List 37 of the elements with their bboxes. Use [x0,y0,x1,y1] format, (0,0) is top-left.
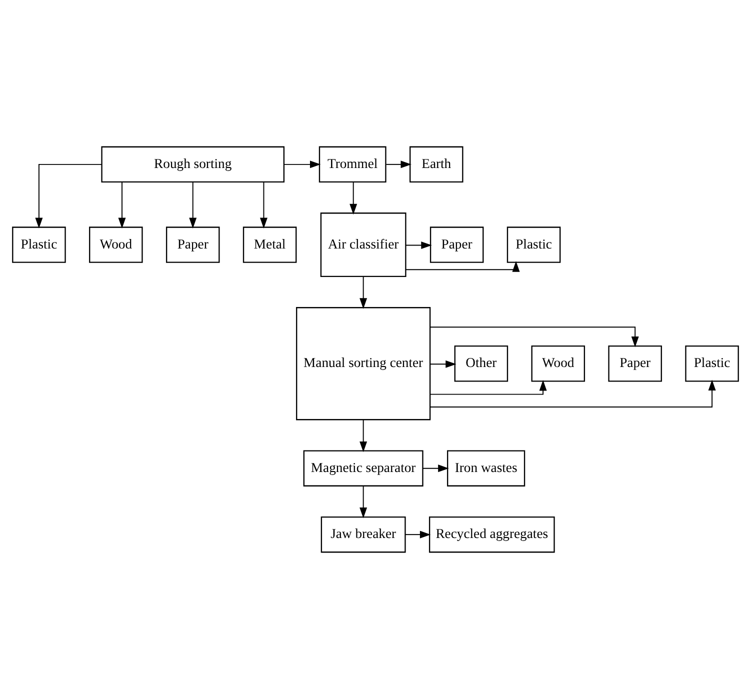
arrow [430,360,456,368]
node-box: Paper [166,226,220,263]
node-box: Other [454,346,508,382]
arrow [360,419,368,452]
node-box: Rough sorting [101,146,285,183]
node-box: Plastic [685,346,739,382]
node-box: Paper [608,346,662,382]
arrow [118,182,126,228]
node-box: Earth [410,146,464,183]
node-box: Metal [242,226,297,263]
arrow [430,380,547,395]
arrow [189,182,197,228]
arrow [430,326,639,348]
arrow [422,464,449,472]
node-box: Paper [430,226,484,263]
node-box: Air classifier [320,212,406,278]
node-box: Magnetic separator [303,450,424,486]
arrow [404,530,431,538]
arrow [360,486,368,518]
node-box: Plastic [12,226,66,263]
node-box: Jaw breaker [320,516,406,553]
node-box: Wood [89,226,143,263]
arrow [386,160,412,168]
arrow [405,261,520,272]
node-box: Trommel [318,146,386,183]
node-box: Recycled aggregates [428,516,555,553]
arrow [430,380,716,408]
node-box: Iron wastes [447,450,526,486]
node-box: Wood [531,346,586,382]
arrow [35,164,102,228]
node-box: Manual sorting center [296,307,431,420]
arrow [260,182,268,228]
arrow [405,242,432,250]
arrow [350,182,358,215]
arrow [360,276,368,309]
node-box: Plastic [506,226,561,263]
arrow [284,160,321,168]
